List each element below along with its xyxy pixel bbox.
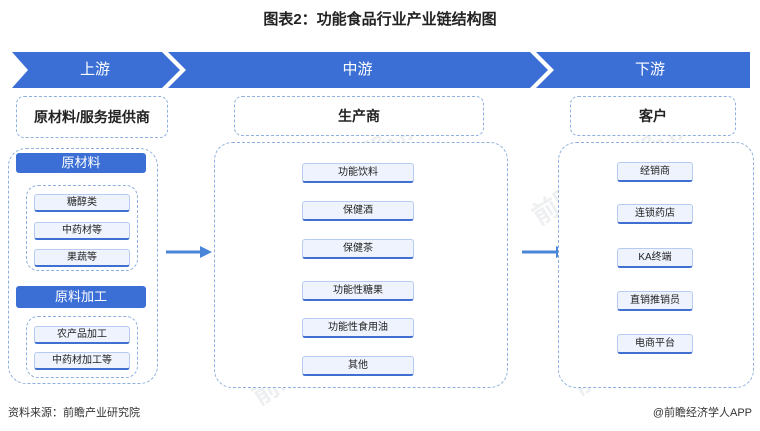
- downstream-header: 客户: [570, 96, 736, 136]
- midstream-chevron: [168, 52, 548, 88]
- upstream-header: 原材料/服务提供商: [16, 96, 168, 138]
- downstream-chevron: [536, 52, 750, 88]
- stage-midstream-label: 中游: [342, 61, 373, 78]
- producer-item: 功能饮料: [302, 163, 414, 183]
- arrow-upstream-to-midstream: [166, 246, 212, 258]
- customer-item: 电商平台: [617, 334, 693, 354]
- processing-banner: 原料加工: [16, 286, 146, 308]
- raw-materials-banner: 原材料: [16, 153, 146, 173]
- processing-group: [26, 316, 138, 378]
- producer-item: 保健茶: [302, 239, 414, 259]
- stage-upstream-label: 上游: [79, 61, 110, 78]
- source-note: 资料来源：前瞻产业研究院: [8, 407, 140, 419]
- brand-credit: @前瞻经济学人APP: [652, 407, 752, 419]
- midstream-header: 生产商: [234, 96, 484, 136]
- customer-item: 经销商: [617, 162, 693, 182]
- processing-item: 中药材加工等: [34, 352, 130, 370]
- raw-material-item: 中药材等: [34, 222, 130, 240]
- customer-item: 直销推销员: [617, 291, 693, 311]
- producer-item: 其他: [302, 356, 414, 376]
- stage-chevrons: [12, 52, 750, 88]
- processing-item: 农产品加工: [34, 326, 130, 344]
- upstream-chevron: [12, 52, 180, 88]
- producer-item: 保健酒: [302, 201, 414, 221]
- customer-item: KA终端: [617, 248, 693, 268]
- stage-downstream-label: 下游: [634, 61, 665, 78]
- raw-material-item: 果蔬等: [34, 249, 130, 267]
- raw-materials-group: [26, 185, 138, 271]
- producer-item: 功能性糖果: [302, 281, 414, 301]
- producer-item: 功能性食用油: [302, 318, 414, 338]
- page-title: 图表2：功能食品行业产业链结构图: [263, 11, 497, 28]
- customer-item: 连锁药店: [617, 204, 693, 224]
- midstream-group: [214, 142, 508, 388]
- raw-material-item: 糖醇类: [34, 194, 130, 212]
